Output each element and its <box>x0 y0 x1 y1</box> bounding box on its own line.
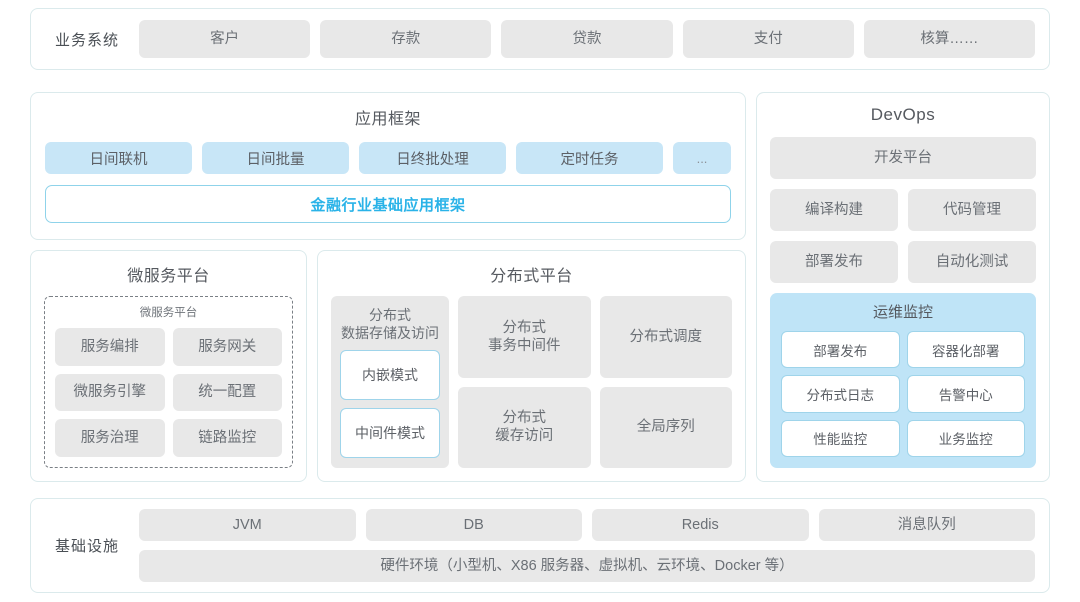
microservice-platform-items: 服务编排 服务网关 微服务引擎 统一配置 服务治理 链路监控 <box>55 328 282 457</box>
distributed-platform-body: 分布式 数据存储及访问 内嵌模式 中间件模式 分布式 事务中间件 分布式 缓存访… <box>331 296 732 468</box>
app-framework-more-button[interactable]: ... <box>673 142 731 174</box>
distributed-column-2: 分布式 事务中间件 分布式 缓存访问 <box>458 296 591 468</box>
devops-item-code-management[interactable]: 代码管理 <box>908 189 1036 231</box>
infrastructure-stack: JVM DB Redis 消息队列 硬件环境（小型机、X86 服务器、虚拟机、云… <box>139 509 1035 582</box>
devops-item-deploy-release[interactable]: 部署发布 <box>770 241 898 283</box>
app-framework-section: 应用框架 日间联机 日间批量 日终批处理 定时任务 ... 金融行业基础应用框架 <box>30 92 746 240</box>
microservice-platform-section: 微服务平台 微服务平台 服务编排 服务网关 微服务引擎 统一配置 服务治理 链路… <box>30 250 307 482</box>
financial-base-framework-bar[interactable]: 金融行业基础应用框架 <box>45 185 731 223</box>
ms-item-service-orchestration[interactable]: 服务编排 <box>55 328 165 366</box>
dp-item-cache-access[interactable]: 分布式 缓存访问 <box>458 386 591 468</box>
ms-item-trace-monitoring[interactable]: 链路监控 <box>172 419 282 457</box>
ms-item-service-gateway[interactable]: 服务网关 <box>172 328 282 366</box>
infra-item-db[interactable]: DB <box>365 509 582 541</box>
dp-item-scheduling[interactable]: 分布式调度 <box>599 296 732 378</box>
dp-item-transaction-middleware[interactable]: 分布式 事务中间件 <box>458 296 591 378</box>
ops-item-business-monitoring[interactable]: 业务监控 <box>906 419 1025 457</box>
infra-item-jvm[interactable]: JVM <box>139 509 356 541</box>
ops-monitoring-title: 运维监控 <box>872 304 933 321</box>
infra-item-hardware-environment[interactable]: 硬件环境（小型机、X86 服务器、虚拟机、云环境、Docker 等） <box>139 550 1035 582</box>
dp-item-global-sequence[interactable]: 全局序列 <box>599 386 732 468</box>
ms-item-unified-config[interactable]: 统一配置 <box>172 373 282 412</box>
app-framework-title: 应用框架 <box>354 111 421 128</box>
app-framework-item-online[interactable]: 日间联机 <box>45 142 192 174</box>
storage-mode-middleware[interactable]: 中间件模式 <box>340 408 440 458</box>
platform-column: 应用框架 日间联机 日间批量 日终批处理 定时任务 ... 金融行业基础应用框架… <box>30 92 746 482</box>
infrastructure-items: JVM DB Redis 消息队列 <box>139 509 1035 541</box>
devops-row-2: 部署发布 自动化测试 <box>770 241 1036 283</box>
storage-mode-embedded[interactable]: 内嵌模式 <box>340 350 440 401</box>
app-framework-items: 日间联机 日间批量 日终批处理 定时任务 ... <box>45 142 731 174</box>
distributed-platform-section: 分布式平台 分布式 数据存储及访问 内嵌模式 中间件模式 分布式 事务中间件 分… <box>317 250 746 482</box>
devops-item-automated-testing[interactable]: 自动化测试 <box>908 241 1036 283</box>
business-system-section: 业务系统 客户 存款 贷款 支付 核算…… <box>30 8 1050 70</box>
business-system-label: 业务系统 <box>54 31 119 49</box>
ms-item-service-governance[interactable]: 服务治理 <box>55 419 165 457</box>
ops-item-distributed-log[interactable]: 分布式日志 <box>781 375 900 413</box>
distributed-platform-title: 分布式平台 <box>490 268 573 285</box>
devops-item-compile-build[interactable]: 编译构建 <box>770 189 898 231</box>
business-item-payment[interactable]: 支付 <box>682 20 854 58</box>
business-item-loan[interactable]: 贷款 <box>501 20 673 58</box>
devops-title: DevOps <box>870 105 936 124</box>
business-item-customer[interactable]: 客户 <box>139 20 311 58</box>
microservice-platform-inner-box: 微服务平台 服务编排 服务网关 微服务引擎 统一配置 服务治理 链路监控 <box>44 296 293 468</box>
ops-item-deploy-release[interactable]: 部署发布 <box>781 331 900 369</box>
microservice-platform-inner-label: 微服务平台 <box>139 307 198 319</box>
devops-section: DevOps 开发平台 编译构建 代码管理 部署发布 自动化测试 运维监控 部署… <box>756 92 1050 482</box>
microservice-platform-title: 微服务平台 <box>127 268 210 285</box>
infrastructure-label: 基础设施 <box>54 538 119 555</box>
ops-item-containerized-deploy[interactable]: 容器化部署 <box>906 331 1025 369</box>
middle-block: 应用框架 日间联机 日间批量 日终批处理 定时任务 ... 金融行业基础应用框架… <box>30 92 1050 482</box>
ops-monitoring-section: 运维监控 部署发布 容器化部署 分布式日志 告警中心 性能监控 业务监控 <box>770 293 1036 468</box>
app-framework-item-scheduled-task[interactable]: 定时任务 <box>516 142 663 174</box>
infra-item-redis[interactable]: Redis <box>592 509 809 541</box>
app-framework-item-batch[interactable]: 日间批量 <box>202 142 349 174</box>
ops-item-alert-center[interactable]: 告警中心 <box>906 375 1025 413</box>
distributed-column-3: 分布式调度 全局序列 <box>599 296 732 468</box>
infra-item-message-queue[interactable]: 消息队列 <box>818 509 1035 541</box>
ops-monitoring-items: 部署发布 容器化部署 分布式日志 告警中心 性能监控 业务监控 <box>781 331 1025 457</box>
devops-item-dev-platform[interactable]: 开发平台 <box>770 137 1036 179</box>
distributed-storage-header: 分布式 数据存储及访问 <box>341 307 439 342</box>
app-framework-item-eod-batch[interactable]: 日终批处理 <box>359 142 506 174</box>
devops-row-1: 编译构建 代码管理 <box>770 189 1036 231</box>
business-system-items: 客户 存款 贷款 支付 核算…… <box>139 20 1036 58</box>
infrastructure-section: 基础设施 JVM DB Redis 消息队列 硬件环境（小型机、X86 服务器、… <box>30 498 1050 593</box>
business-item-accounting[interactable]: 核算…… <box>863 20 1036 58</box>
platforms-row: 微服务平台 微服务平台 服务编排 服务网关 微服务引擎 统一配置 服务治理 链路… <box>30 250 746 482</box>
ops-item-performance-monitoring[interactable]: 性能监控 <box>781 419 900 457</box>
distributed-storage-group: 分布式 数据存储及访问 内嵌模式 中间件模式 <box>331 296 449 468</box>
business-item-deposit[interactable]: 存款 <box>320 20 492 58</box>
ms-item-microservice-engine[interactable]: 微服务引擎 <box>55 373 165 412</box>
